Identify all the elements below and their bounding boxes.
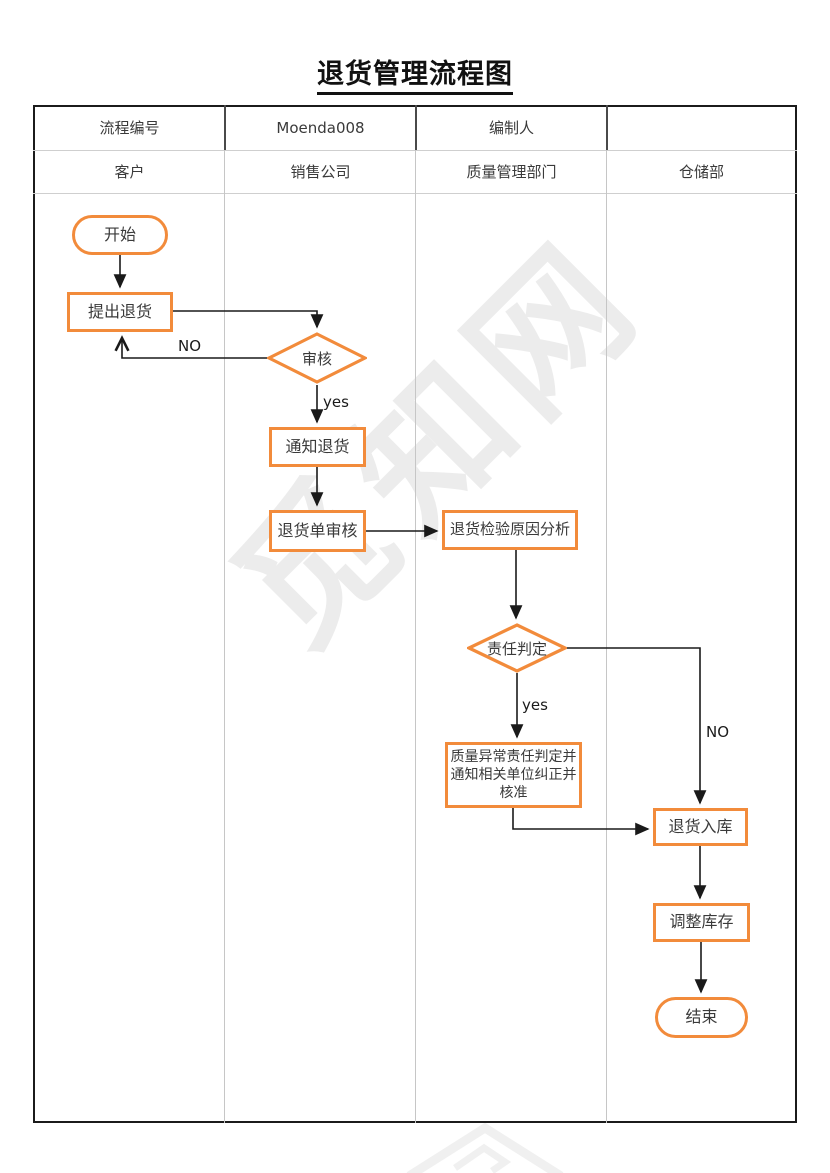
edge-label-yes: yes [323,393,349,411]
header-column-divider [606,105,608,150]
lane-divider [606,150,607,1123]
node-review-label: 审核 [301,349,332,368]
edge-label-no: NO [178,337,202,355]
edge-label-yes: yes [522,696,548,714]
edge-label-no: NO [706,723,730,741]
node-return-order-review: 退货单审核 [269,510,366,552]
node-responsibility-decision: 责任判定 [467,623,567,673]
node-return-storage: 退货入库 [653,808,748,846]
node-start: 开始 [72,215,168,255]
lane-header-warehouse-dept: 仓储部 [678,163,724,181]
node-quality-abnormal: 质量异常责任判定并通知相关单位纠正并核准 [445,742,582,808]
node-inspection-analysis: 退货检验原因分析 [442,510,578,550]
node-notify-return: 通知退货 [269,427,366,467]
info-cell-process-number-label: 流程编号 [99,119,160,137]
lane-header-quality-dept: 质量管理部门 [466,163,557,181]
node-end: 结束 [655,997,748,1038]
lane-divider [224,150,225,1123]
node-adjust-inventory: 调整库存 [653,903,750,942]
lane-header-customer: 客户 [114,163,145,181]
lane-header-sales-company: 销售公司 [290,163,351,181]
info-cell-process-number-value: Moenda008 [276,118,365,137]
header-column-divider [224,105,226,150]
info-cell-author-label: 编制人 [488,119,534,137]
node-responsibility-label: 责任判定 [486,639,547,658]
lane-divider [415,150,416,1123]
node-review-decision: 审核 [267,332,367,384]
node-request-return: 提出退货 [67,292,173,332]
header-column-divider [415,105,417,150]
page-title: 退货管理流程图 [0,52,830,95]
